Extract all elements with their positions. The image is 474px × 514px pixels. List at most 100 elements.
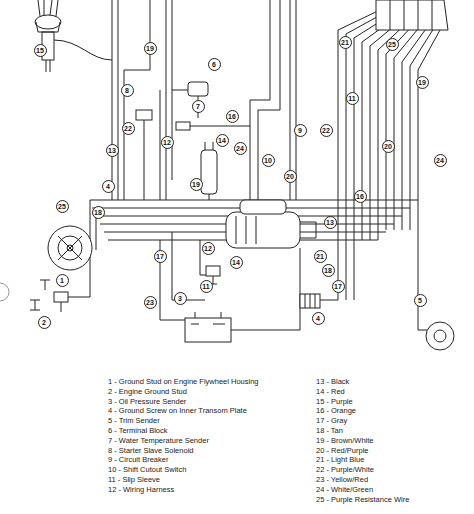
legend-key-line: 6 - Terminal Block <box>108 427 167 435</box>
callout-number: 12 <box>202 242 215 255</box>
callout-number: 21 <box>339 36 352 49</box>
callout-text: 9 <box>298 127 302 134</box>
alternator <box>48 226 92 270</box>
callout-number: 7 <box>192 100 205 113</box>
legend-key-line: 22 - Purple/White <box>316 466 374 474</box>
legend-key-line: 24 - White/Green <box>316 486 373 494</box>
starter-slave-solenoid <box>172 82 208 118</box>
callout-number: 1 <box>56 274 69 287</box>
callout-text: 16 <box>356 193 364 200</box>
callout-text: 8 <box>125 87 129 94</box>
callout-number: 9 <box>294 124 307 137</box>
callout-number: 5 <box>414 294 427 307</box>
legend-key-line: 20 - Red/Purple <box>316 447 369 455</box>
callout-number: 19 <box>190 178 203 191</box>
legend-key-line: 14 - Red <box>316 388 345 396</box>
callout-number: 11 <box>200 280 213 293</box>
callout-number: 23 <box>144 296 157 309</box>
callout-text: 20 <box>286 173 294 180</box>
callout-number: 20 <box>382 140 395 153</box>
callout-text: 20 <box>384 143 392 150</box>
callout-text: 7 <box>196 103 200 110</box>
callout-text: 19 <box>192 181 200 188</box>
callout-number: 17 <box>332 280 345 293</box>
ignition-coil <box>201 142 217 200</box>
callout-number: 14 <box>230 256 243 269</box>
callout-text: 15 <box>36 47 44 54</box>
callout-text: 6 <box>212 61 216 68</box>
legend-key-line: 21 - Light Blue <box>316 456 364 464</box>
callout-number: 4 <box>102 180 115 193</box>
legend-key-line: 3 - Oil Pressure Sender <box>108 398 186 406</box>
callout-text: 24 <box>436 157 444 164</box>
callout-number: 18 <box>92 206 105 219</box>
wire-runs <box>90 200 430 330</box>
legend-key-line: 1 - Ground Stud on Engine Flywheel Housi… <box>108 378 259 386</box>
callout-text: 12 <box>163 139 171 146</box>
callout-number: 20 <box>284 170 297 183</box>
wire-bundle-top <box>112 0 296 220</box>
callout-text: 19 <box>146 45 154 52</box>
callout-number: 13 <box>324 216 337 229</box>
legend-key-line: 5 - Trim Sender <box>108 417 160 425</box>
legend-key-line: 13 - Black <box>316 378 349 386</box>
callout-text: 14 <box>232 259 240 266</box>
callout-number: 13 <box>106 144 119 157</box>
callout-text: 24 <box>236 145 244 152</box>
callout-number: 22 <box>320 124 333 137</box>
callout-number: 17 <box>154 250 167 263</box>
legend-key-line: 8 - Starter Slave Solenoid <box>108 447 193 455</box>
callout-text: 2 <box>42 319 46 326</box>
callout-text: 16 <box>228 113 236 120</box>
callout-number: 19 <box>144 42 157 55</box>
callout-number: 4 <box>312 312 325 325</box>
callout-number: 12 <box>161 136 174 149</box>
callout-text: 18 <box>324 267 332 274</box>
callout-number: 11 <box>346 92 359 105</box>
callout-text: 12 <box>204 245 212 252</box>
callout-text: 14 <box>218 137 226 144</box>
callout-text: 3 <box>178 295 182 302</box>
callout-text: 1 <box>60 277 64 284</box>
callout-text: 19 <box>418 79 426 86</box>
callout-number: 25 <box>56 200 69 213</box>
callout-number: 18 <box>322 264 335 277</box>
legend-key-line: 25 - Purple Resistance Wire <box>316 496 409 504</box>
distributor <box>35 0 112 72</box>
right-harness <box>338 0 448 300</box>
callout-number: 16 <box>354 190 367 203</box>
callout-text: 5 <box>418 297 422 304</box>
legend-key-line: 9 - Circuit Breaker <box>108 456 168 464</box>
legend-key-line: 4 - Ground Screw on Inner Transom Plate <box>108 407 247 415</box>
callout-text: 22 <box>124 125 132 132</box>
legend-key-line: 19 - Brown/White <box>316 437 374 445</box>
callout-number: 6 <box>208 58 221 71</box>
callout-text: 13 <box>326 219 334 226</box>
legend-key-line: 15 - Purple <box>316 398 353 406</box>
callout-text: 17 <box>334 283 342 290</box>
legend-key-line: 18 - Tan <box>316 427 343 435</box>
callout-number: 21 <box>314 250 327 263</box>
water-temp-sender <box>30 260 90 312</box>
callout-text: 18 <box>94 209 102 216</box>
callout-number: 24 <box>434 154 447 167</box>
legend-key-line: 17 - Gray <box>316 417 347 425</box>
battery <box>185 248 300 342</box>
callout-text: 17 <box>156 253 164 260</box>
callout-text: 21 <box>316 253 324 260</box>
trim-sender <box>426 322 454 350</box>
legend-key-line: 12 - Wiring Harness <box>108 486 174 494</box>
callout-text: 4 <box>106 183 110 190</box>
callout-number: 14 <box>216 134 229 147</box>
starter-motor <box>226 200 316 248</box>
circuit-breaker <box>136 110 152 200</box>
callout-number: 22 <box>122 122 135 135</box>
callout-text: 10 <box>264 157 272 164</box>
callout-text: 25 <box>388 41 396 48</box>
legend-key-line: 16 - Orange <box>316 407 356 415</box>
legend-key-line: 7 - Water Temperature Sender <box>108 437 209 445</box>
callout-number: 8 <box>121 84 134 97</box>
callout-number: 16 <box>226 110 239 123</box>
callout-number: 2 <box>38 316 51 329</box>
